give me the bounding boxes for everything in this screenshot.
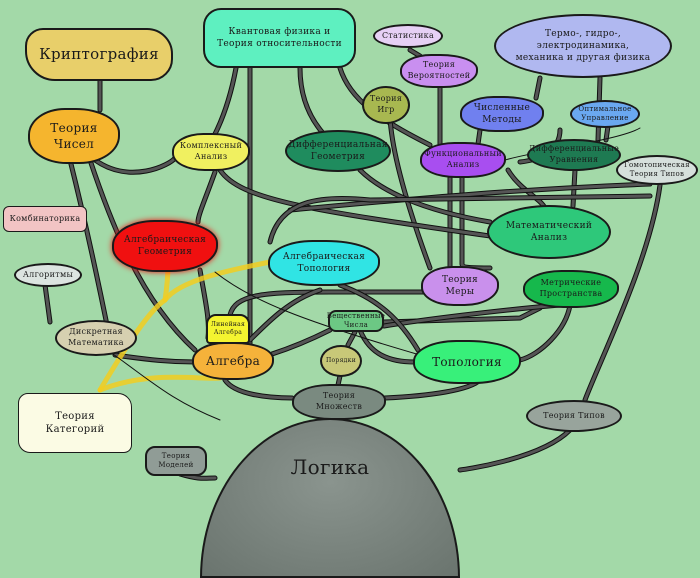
connection-line [218, 168, 492, 238]
node-probability[interactable]: Теория Вероятностей [400, 54, 478, 88]
node-differential-geometry[interactable]: Дифференциальная Геометрия [285, 130, 391, 172]
connection-line [196, 170, 217, 224]
node-numerical-methods[interactable]: Численные Методы [460, 96, 544, 132]
connection-line [43, 283, 52, 324]
node-algebra[interactable]: Алгебра [192, 342, 274, 380]
node-algebraic-geometry[interactable]: Алгебраическая Геометрия [112, 220, 218, 272]
connection-line [248, 288, 322, 342]
connection-line [346, 330, 357, 347]
node-set-theory[interactable]: Теория Множеств [292, 384, 386, 420]
node-combinatorics[interactable]: Комбинаторика [3, 206, 87, 232]
node-statistics[interactable]: Статистика [373, 24, 443, 48]
node-metric-spaces[interactable]: Метрические Пространства [523, 270, 619, 308]
node-orders[interactable]: Порядки [320, 345, 362, 377]
node-algorithms[interactable]: Алгоритмы [14, 263, 82, 287]
node-discrete-math[interactable]: Дискретная Математика [55, 320, 137, 356]
node-mathematical-analysis[interactable]: Математический Анализ [487, 205, 611, 259]
node-game-theory[interactable]: Теория Игр [362, 86, 410, 124]
node-algebraic-topology[interactable]: Алгебраическая Топология [268, 240, 380, 286]
thin-connection-line [109, 351, 221, 421]
connection-line [213, 66, 238, 136]
node-physics[interactable]: Термо-, гидро-, электродинамика, механик… [494, 14, 672, 78]
node-category-theory[interactable]: Теория Категорий [18, 393, 132, 453]
connection-line [476, 128, 482, 146]
connection-line [68, 158, 112, 342]
node-homotopy-type-theory[interactable]: Гомотопическая Теория Типов [616, 155, 698, 185]
connection-line [358, 328, 417, 364]
connection-line [583, 183, 662, 402]
node-differential-equations[interactable]: Дифференциальные Уравнения [527, 139, 621, 171]
node-real-numbers[interactable]: Вещественные Числа [327, 310, 385, 332]
connection-line [604, 124, 610, 142]
connection-line [534, 76, 542, 100]
node-linear-algebra[interactable]: Линейная Алгебра [206, 314, 250, 344]
connection-line [458, 428, 572, 472]
node-model-theory[interactable]: Теория Моделей [145, 446, 207, 476]
connection-line [288, 182, 652, 212]
connection-line [93, 156, 177, 174]
connection-line [228, 290, 427, 317]
node-quantum-relativity[interactable]: Квантовая физика и Теория относительност… [203, 8, 356, 68]
connection-line [298, 66, 324, 134]
connection-line [270, 328, 332, 356]
connection-line [223, 378, 294, 400]
node-complex-analysis[interactable]: Комплексный Анализ [172, 133, 250, 171]
connection-line-outline [457, 427, 573, 473]
node-number-theory[interactable]: Теория Чисел [28, 108, 120, 164]
connection-line [388, 116, 432, 270]
node-measure-theory[interactable]: Теория Меры [421, 266, 499, 306]
node-optimal-control[interactable]: Оптимальное Управление [570, 100, 640, 128]
node-crypto[interactable]: Криптография [25, 28, 173, 81]
node-functional-analysis[interactable]: Функциональный Анализ [420, 142, 506, 178]
connection-line [338, 283, 420, 352]
connection-line [336, 374, 342, 387]
node-topology[interactable]: Топология [413, 340, 521, 384]
connection-line [113, 353, 197, 364]
node-type-theory[interactable]: Теория Типов [526, 400, 622, 432]
connection-line [268, 194, 652, 244]
math-concept-map: Логика Криптография Теория Чисел Квантов… [3, 8, 698, 578]
thin-connection-line [214, 271, 421, 356]
connection-line [518, 303, 572, 362]
connection-line [382, 303, 562, 328]
